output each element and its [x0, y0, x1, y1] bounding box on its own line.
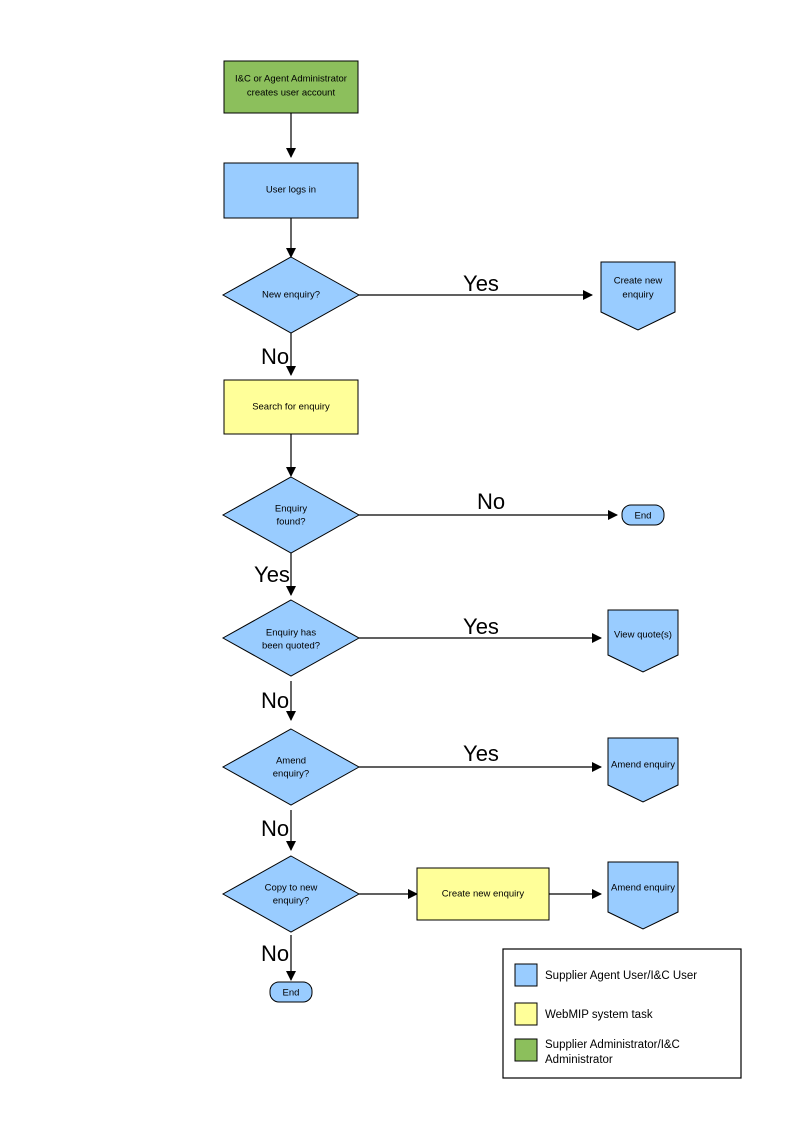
amend-enquiry-action-line1: Amend enquiry: [611, 760, 675, 771]
legend-container: [502, 948, 742, 1079]
legend-swatch-admin-green: [514, 1038, 538, 1062]
node-create-new-enquiry-system[interactable]: Create new enquiry: [416, 867, 550, 921]
edge-label-new-enquiry-yes: Yes: [463, 271, 499, 296]
edge-label-amend-yes: Yes: [463, 741, 499, 766]
search-for-enquiry-line1: Search for enquiry: [252, 402, 330, 413]
enquiry-found-decision-line2: found?: [276, 517, 305, 528]
edge-labels: Yes No No Yes Yes No Yes No No: [254, 271, 505, 966]
admin-creates-account-line2: creates user account: [247, 88, 336, 99]
amend-enquiry-copy-line1: Amend enquiry: [611, 883, 675, 894]
legend-item-supplier-administrator: Supplier Administrator/I&C Administrator: [514, 1038, 680, 1066]
node-user-logs-in[interactable]: User logs in: [223, 162, 359, 219]
node-end-final[interactable]: End: [269, 981, 313, 1003]
user-logs-in-line1: User logs in: [266, 185, 316, 196]
edge-label-found-yes: Yes: [254, 562, 290, 587]
node-enquiry-quoted-decision[interactable]: Enquiry has been quoted?: [221, 599, 361, 677]
amend-enquiry-decision-shape[interactable]: [221, 728, 361, 806]
end-not-found-shape[interactable]: [621, 504, 665, 526]
copy-to-new-enquiry-decision-line1: Copy to new: [265, 883, 318, 894]
node-search-for-enquiry[interactable]: Search for enquiry: [223, 379, 359, 435]
create-new-enquiry-manual-line2: enquiry: [622, 290, 653, 301]
enquiry-found-decision-shape[interactable]: [221, 476, 361, 554]
end-final-line1: End: [283, 988, 300, 999]
enquiry-quoted-decision-line2: been quoted?: [262, 641, 320, 652]
view-quotes-line1: View quote(s): [614, 630, 672, 641]
enquiry-quoted-decision-line1: Enquiry has: [266, 628, 316, 639]
legend-item-webmip-system-task: WebMIP system task: [514, 1002, 653, 1026]
amend-enquiry-action-shape[interactable]: [607, 737, 679, 803]
edge-label-copy-no: No: [261, 941, 289, 966]
edge-label-quoted-no: No: [261, 688, 289, 713]
node-new-enquiry-decision[interactable]: New enquiry?: [221, 256, 361, 334]
legend-item-supplier-agent-user: Supplier Agent User/I&C User: [514, 963, 697, 987]
legend-label-admin-green-line1: Supplier Administrator/I&C: [545, 1039, 680, 1051]
legend-swatch-system-yellow: [514, 1002, 538, 1026]
node-amend-enquiry-action[interactable]: Amend enquiry: [607, 737, 679, 803]
copy-to-new-enquiry-decision-shape[interactable]: [221, 855, 361, 933]
end-not-found-line1: End: [635, 511, 652, 522]
edge-label-found-no: No: [477, 489, 505, 514]
node-enquiry-found-decision[interactable]: Enquiry found?: [221, 476, 361, 554]
create-new-enquiry-manual-line1: Create new: [614, 276, 663, 287]
legend: Supplier Agent User/I&C User WebMIP syst…: [502, 948, 742, 1079]
new-enquiry-decision-shape[interactable]: [221, 256, 361, 334]
create-new-enquiry-system-line1: Create new enquiry: [442, 889, 525, 900]
legend-swatch-process-blue: [514, 963, 538, 987]
node-end-not-found[interactable]: End: [621, 504, 665, 526]
search-for-enquiry-shape[interactable]: [223, 379, 359, 435]
enquiry-quoted-decision-shape[interactable]: [221, 599, 361, 677]
enquiry-found-decision-line1: Enquiry: [275, 504, 307, 515]
node-amend-enquiry-decision[interactable]: Amend enquiry?: [221, 728, 361, 806]
edge-label-amend-no: No: [261, 816, 289, 841]
legend-label-system-yellow: WebMIP system task: [545, 1009, 653, 1021]
legend-label-admin-green-line2: Administrator: [545, 1054, 613, 1066]
edge-label-new-enquiry-no: No: [261, 344, 289, 369]
create-new-enquiry-system-shape[interactable]: [416, 867, 550, 921]
amend-enquiry-decision-line2: enquiry?: [273, 769, 309, 780]
create-new-enquiry-manual-shape[interactable]: [600, 261, 676, 331]
end-final-shape[interactable]: [269, 981, 313, 1003]
view-quotes-shape[interactable]: [607, 609, 679, 673]
node-admin-creates-account[interactable]: I&C or Agent Administrator creates user …: [223, 60, 359, 114]
user-logs-in-shape[interactable]: [223, 162, 359, 219]
edges: [286, 113, 618, 981]
node-create-new-enquiry-manual[interactable]: Create new enquiry: [600, 261, 676, 331]
node-view-quotes[interactable]: View quote(s): [607, 609, 679, 673]
copy-to-new-enquiry-decision-line2: enquiry?: [273, 896, 309, 907]
new-enquiry-decision-line1: New enquiry?: [262, 290, 320, 301]
node-amend-enquiry-copy[interactable]: Amend enquiry: [607, 861, 679, 930]
amend-enquiry-copy-shape[interactable]: [607, 861, 679, 930]
amend-enquiry-decision-line1: Amend: [276, 756, 306, 767]
admin-creates-account-line1: I&C or Agent Administrator: [235, 74, 347, 85]
node-copy-to-new-enquiry-decision[interactable]: Copy to new enquiry?: [221, 855, 361, 933]
legend-label-process-blue: Supplier Agent User/I&C User: [545, 970, 697, 982]
edge-label-quoted-yes: Yes: [463, 614, 499, 639]
admin-creates-account-shape[interactable]: [223, 60, 359, 114]
